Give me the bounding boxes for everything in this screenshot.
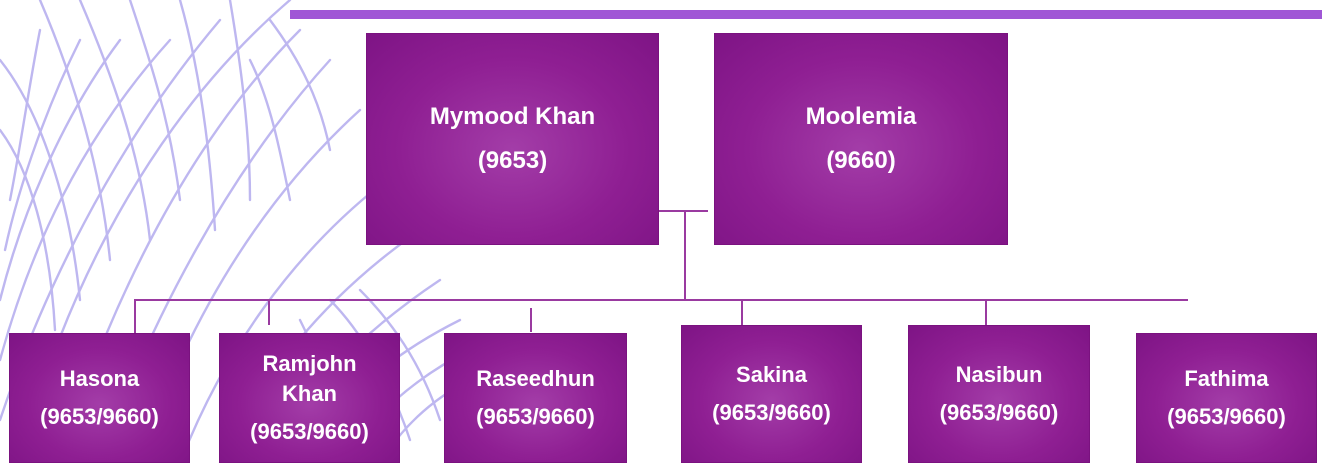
person-name: Ramjohn Khan [262, 351, 357, 406]
person-id: (9653) [477, 147, 548, 174]
person-id: (9653/9660) [476, 404, 595, 429]
person-box-raseedhun: Raseedhun (9653/9660) [444, 333, 627, 463]
person-name: Moolemia [805, 103, 917, 130]
person-name: Fathima [1184, 366, 1269, 391]
person-box-ramjohn-khan: Ramjohn Khan (9653/9660) [219, 333, 400, 463]
person-id: (9653/9660) [250, 419, 369, 444]
person-name: Mymood Khan [429, 103, 596, 130]
person-name: Nasibun [955, 362, 1043, 387]
person-box-fathima: Fathima (9653/9660) [1136, 333, 1317, 463]
person-box-mymood-khan: Mymood Khan (9653) [366, 33, 659, 245]
person-name: Raseedhun [476, 366, 595, 391]
person-id: (9653/9660) [40, 404, 159, 429]
child-drop [530, 308, 532, 332]
child-drop [268, 299, 270, 325]
accent-bar [290, 10, 1322, 19]
person-id: (9653/9660) [712, 400, 831, 425]
descent-line [684, 210, 686, 300]
person-id: (9660) [826, 147, 896, 174]
child-drop [134, 299, 136, 333]
person-id: (9653/9660) [939, 400, 1059, 425]
person-box-hasona: Hasona (9653/9660) [9, 333, 190, 463]
child-drop [985, 299, 987, 325]
couple-connector [658, 210, 708, 212]
person-id: (9653/9660) [1167, 404, 1286, 429]
child-drop [741, 299, 743, 325]
person-box-sakina: Sakina (9653/9660) [681, 325, 862, 463]
sibling-bar [134, 299, 1188, 301]
person-box-nasibun: Nasibun (9653/9660) [908, 325, 1090, 463]
person-box-moolemia: Moolemia (9660) [714, 33, 1008, 245]
person-name: Hasona [59, 366, 140, 391]
person-name: Sakina [736, 362, 807, 387]
